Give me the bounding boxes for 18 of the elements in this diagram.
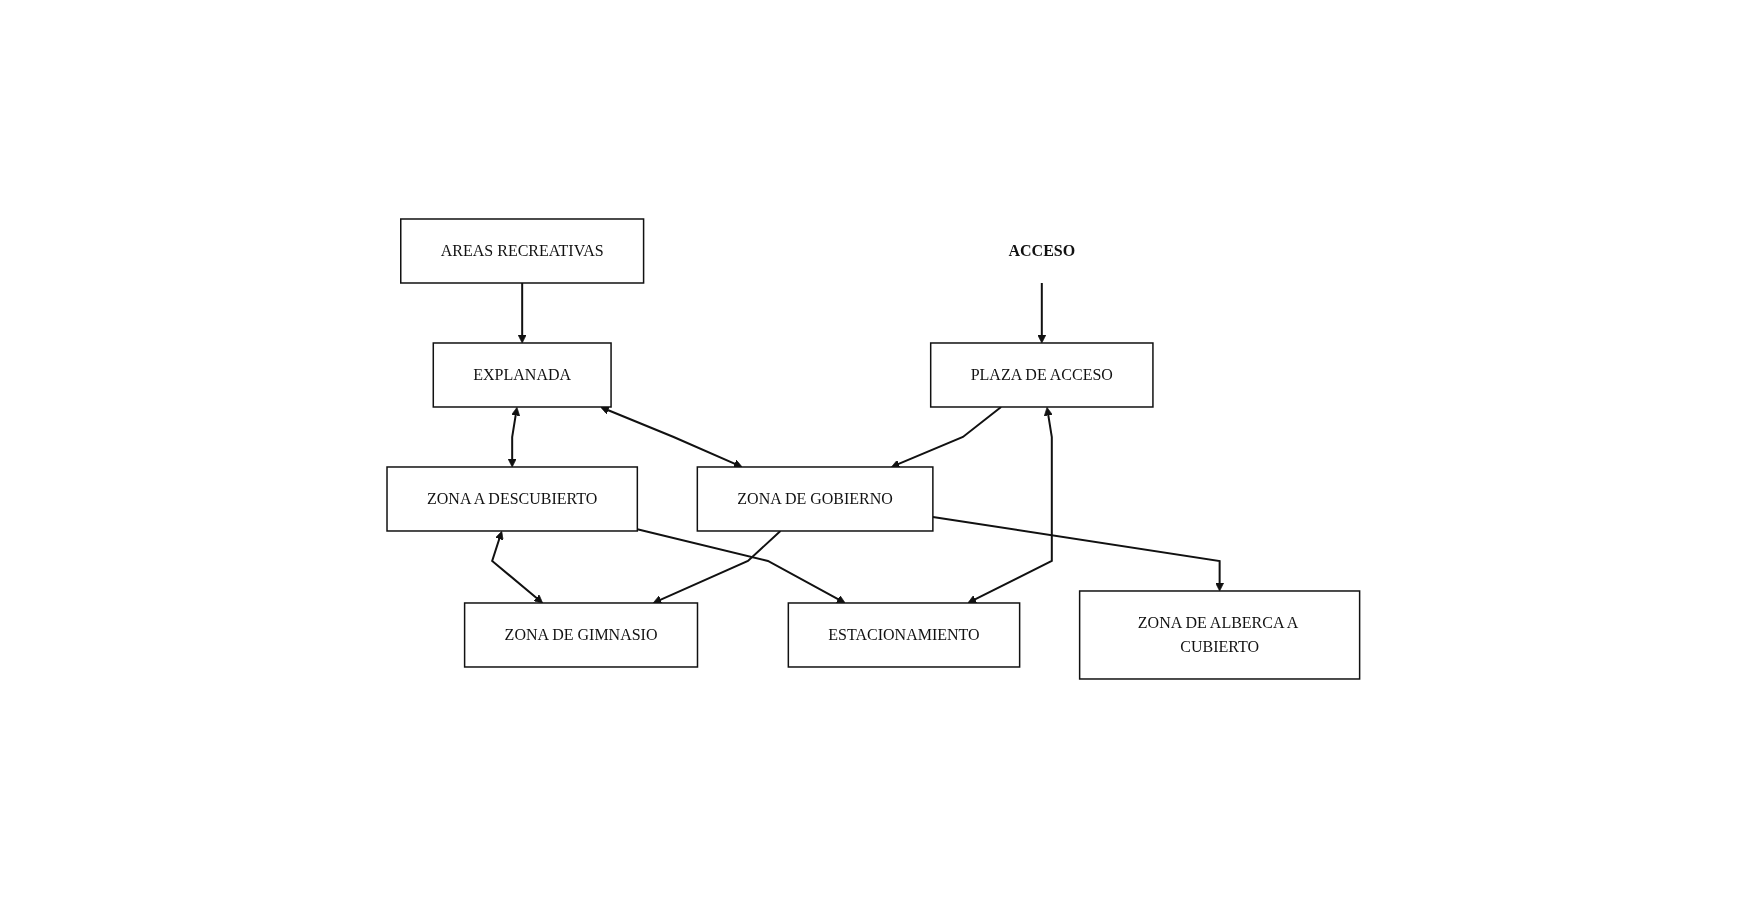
- node-box: EXPLANADA: [432, 341, 612, 408]
- arrow: [517, 281, 527, 343]
- arrow: [636, 527, 846, 603]
- node-box: ZONA DE GOBIERNO: [696, 465, 934, 532]
- arrow: [1037, 281, 1046, 343]
- arrow: [507, 406, 520, 467]
- arrow: [890, 405, 1002, 468]
- node-box: ZONA DE GIMNASIO: [463, 601, 698, 668]
- node-box: ESTACIONAMIENTO: [787, 601, 1021, 668]
- node-box: ZONA DE ALBERCA A CUBIERTO: [1078, 589, 1361, 680]
- arrow: [490, 530, 543, 603]
- node-box: PLAZA DE ACCESO: [929, 341, 1154, 408]
- arrow: [600, 405, 743, 468]
- node-text: ACCESO: [1008, 241, 1075, 259]
- node-box: AREAS RECREATIVAS: [399, 217, 644, 284]
- node-box: ZONA A DESCUBIERTO: [385, 465, 638, 532]
- arrow: [652, 529, 782, 604]
- arrow: [967, 406, 1053, 603]
